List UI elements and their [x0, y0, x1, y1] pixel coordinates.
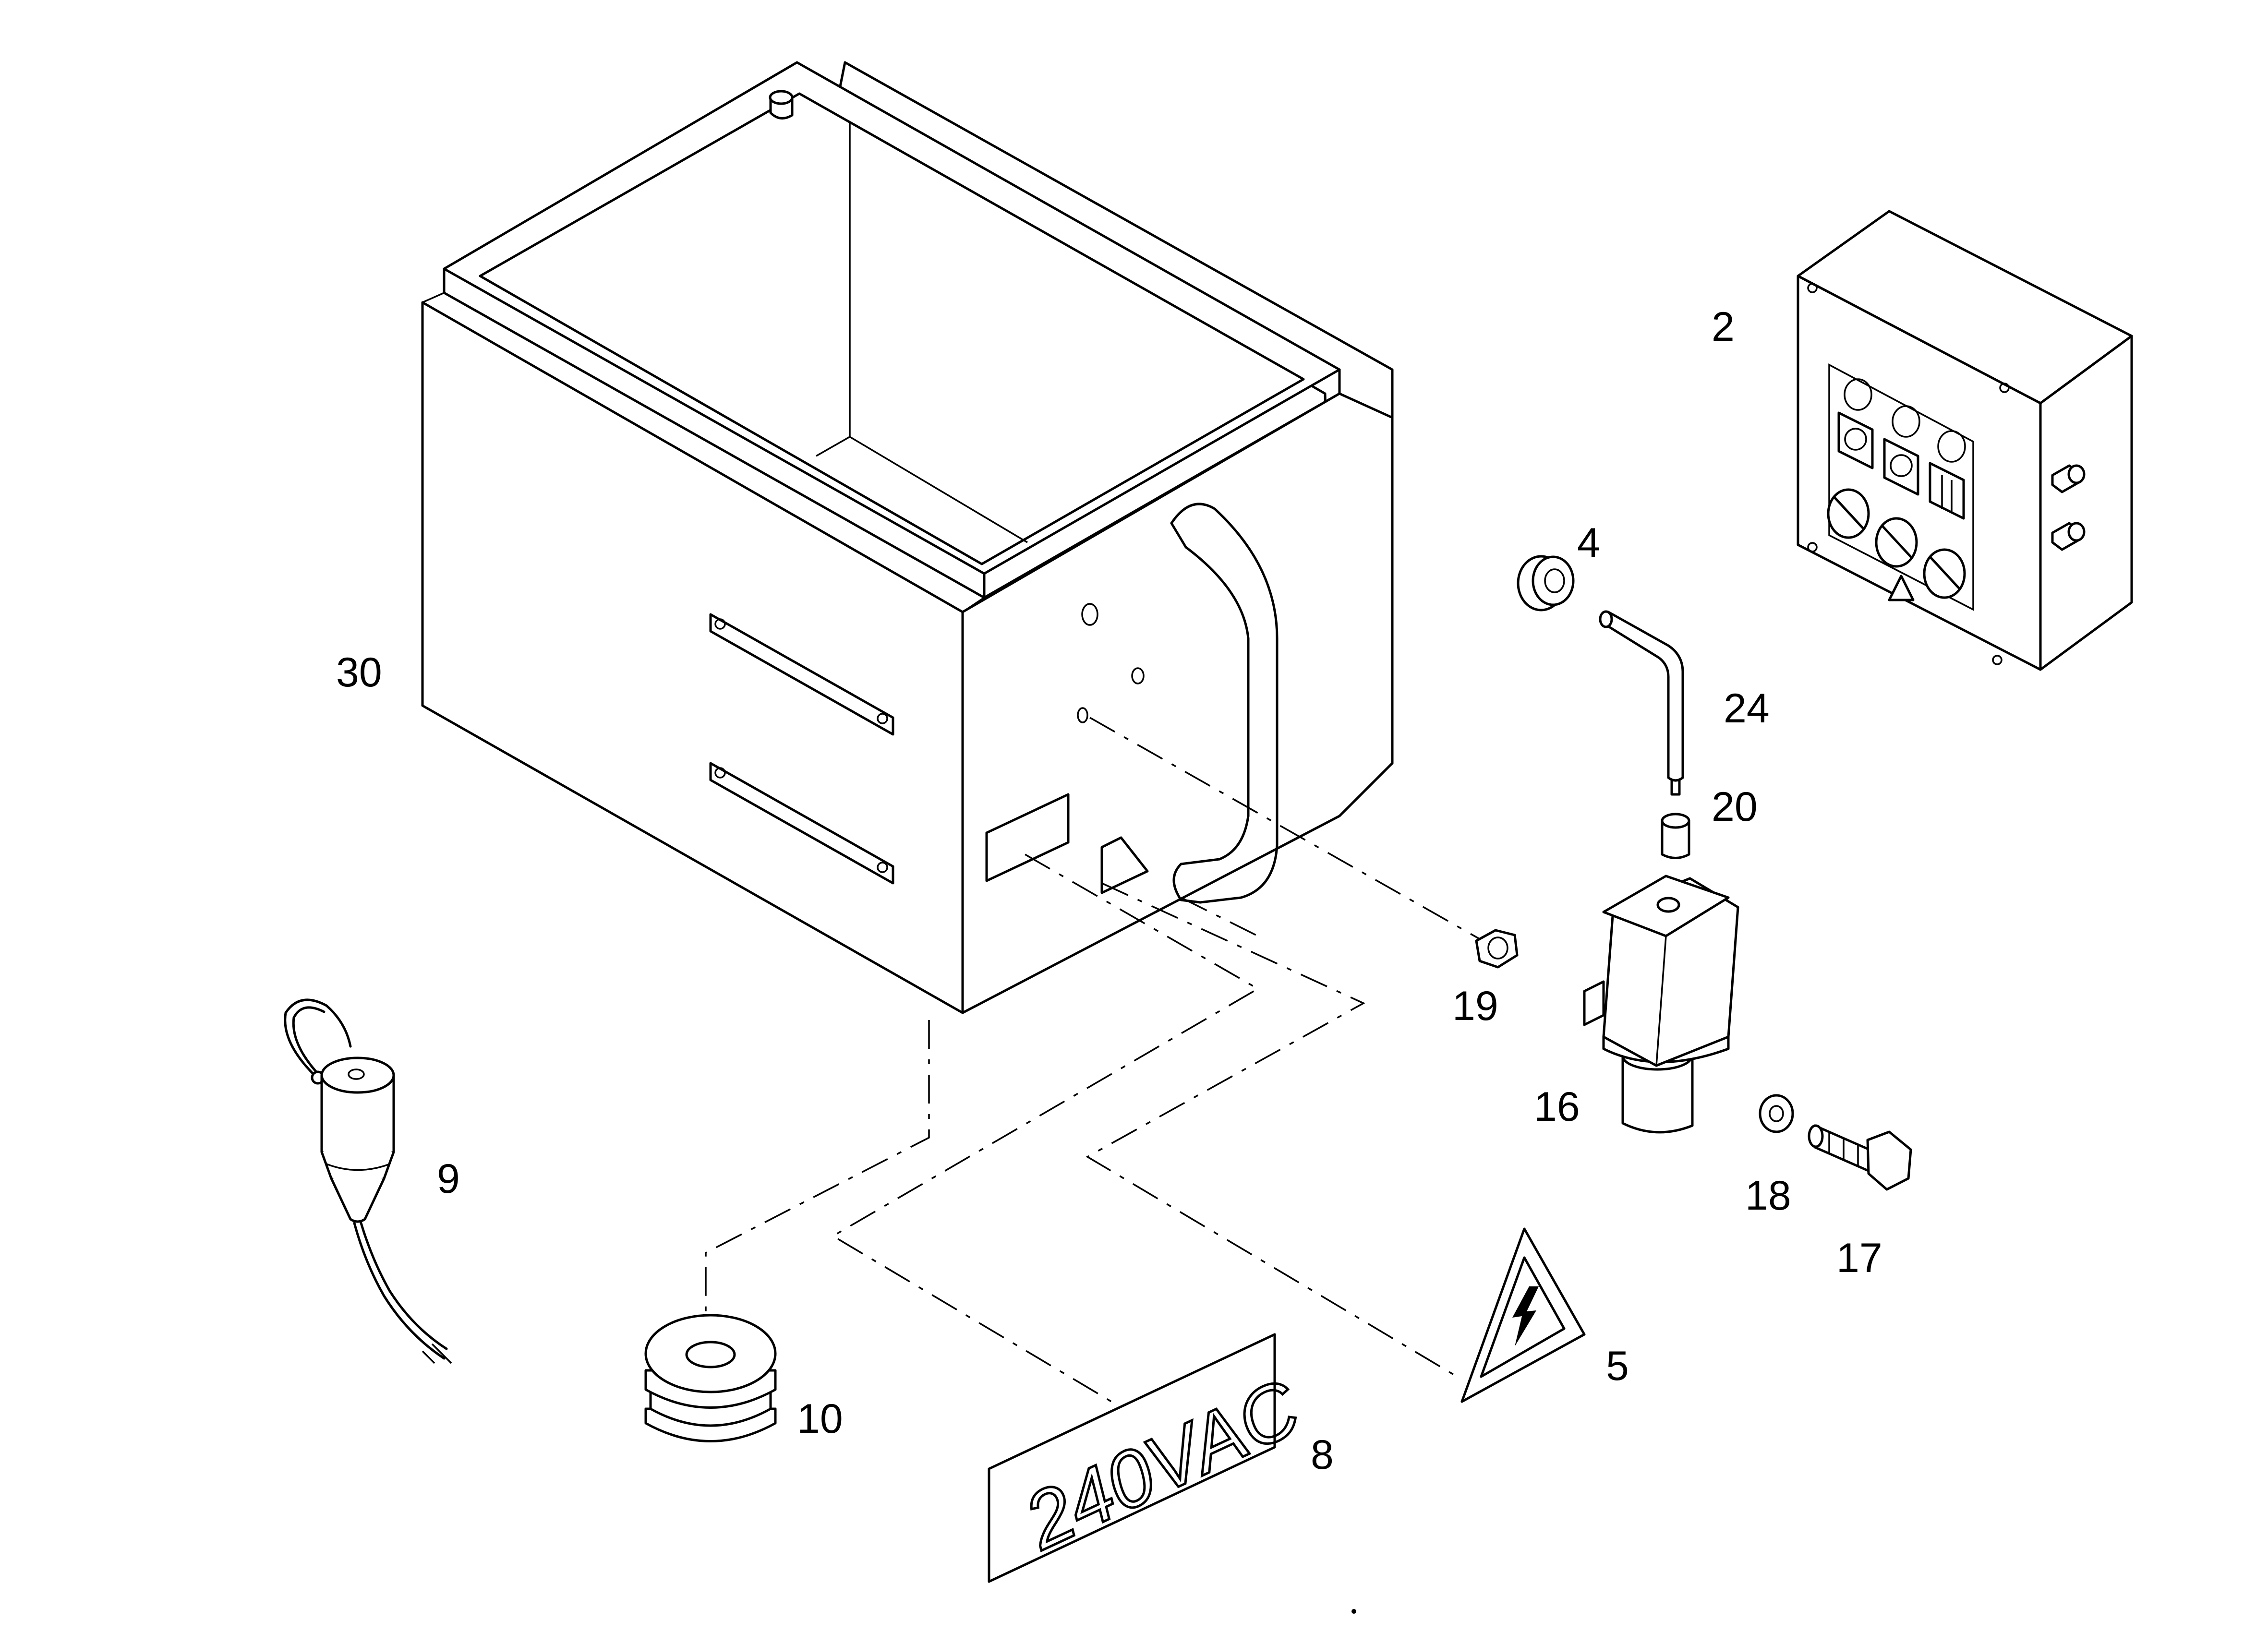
mounting-rail-upper	[709, 613, 894, 736]
lock-nut	[1475, 929, 1519, 969]
thermometer-icon	[1837, 411, 1874, 469]
grommet-small	[1517, 555, 1575, 612]
level-knob	[1923, 548, 1966, 599]
cable-gland-lower	[2051, 522, 2086, 551]
callout-numbers: 30 2 4 24 20 19 16 18 17 9 10 8 5	[336, 304, 1882, 1478]
oil-drop-icon	[1883, 438, 1919, 496]
control-box	[1797, 210, 2133, 671]
callout-19: 19	[1452, 983, 1498, 1029]
electrical-hazard-icon	[1888, 575, 1915, 601]
callout-16: 16	[1534, 1084, 1580, 1130]
callout-18: 18	[1745, 1173, 1791, 1219]
callout-30: 30	[336, 649, 382, 696]
bolt	[1808, 1124, 1912, 1191]
electrical-hazard-icon	[1460, 1227, 1586, 1403]
bent-tube	[1599, 610, 1684, 796]
callout-4: 4	[1577, 520, 1600, 566]
temperature-knob	[1827, 488, 1870, 539]
tank-assembly	[421, 61, 1394, 1014]
grommet-large	[644, 1314, 777, 1442]
callout-8: 8	[1311, 1432, 1334, 1478]
callout-5: 5	[1606, 1343, 1629, 1389]
callout-24: 24	[1724, 685, 1770, 732]
stray-dot	[1351, 1609, 1356, 1614]
sleeve	[1661, 813, 1690, 859]
warning-label-area	[1100, 836, 1149, 894]
callout-20: 20	[1712, 784, 1758, 830]
callout-9: 9	[437, 1156, 460, 1202]
side-hole	[1131, 667, 1145, 684]
rim-pin	[769, 90, 794, 120]
label-area	[985, 793, 1070, 882]
float-sensor	[284, 998, 452, 1364]
cable-gland-upper	[2051, 464, 2086, 493]
mounting-rail-lower	[709, 762, 894, 885]
pressure-switch	[1583, 875, 1739, 1134]
washer	[1759, 1094, 1794, 1133]
tank-handle	[1170, 503, 1279, 904]
leader-lines	[705, 717, 1496, 1403]
side-hole	[1077, 707, 1088, 723]
callout-10: 10	[797, 1396, 843, 1442]
voltage-label: 240VAC	[988, 1333, 1315, 1583]
callout-17: 17	[1836, 1235, 1882, 1281]
oil-knob	[1875, 517, 1918, 568]
level-indicator-icon	[1929, 462, 1965, 520]
callout-2: 2	[1712, 304, 1735, 350]
side-hole	[1081, 603, 1098, 626]
